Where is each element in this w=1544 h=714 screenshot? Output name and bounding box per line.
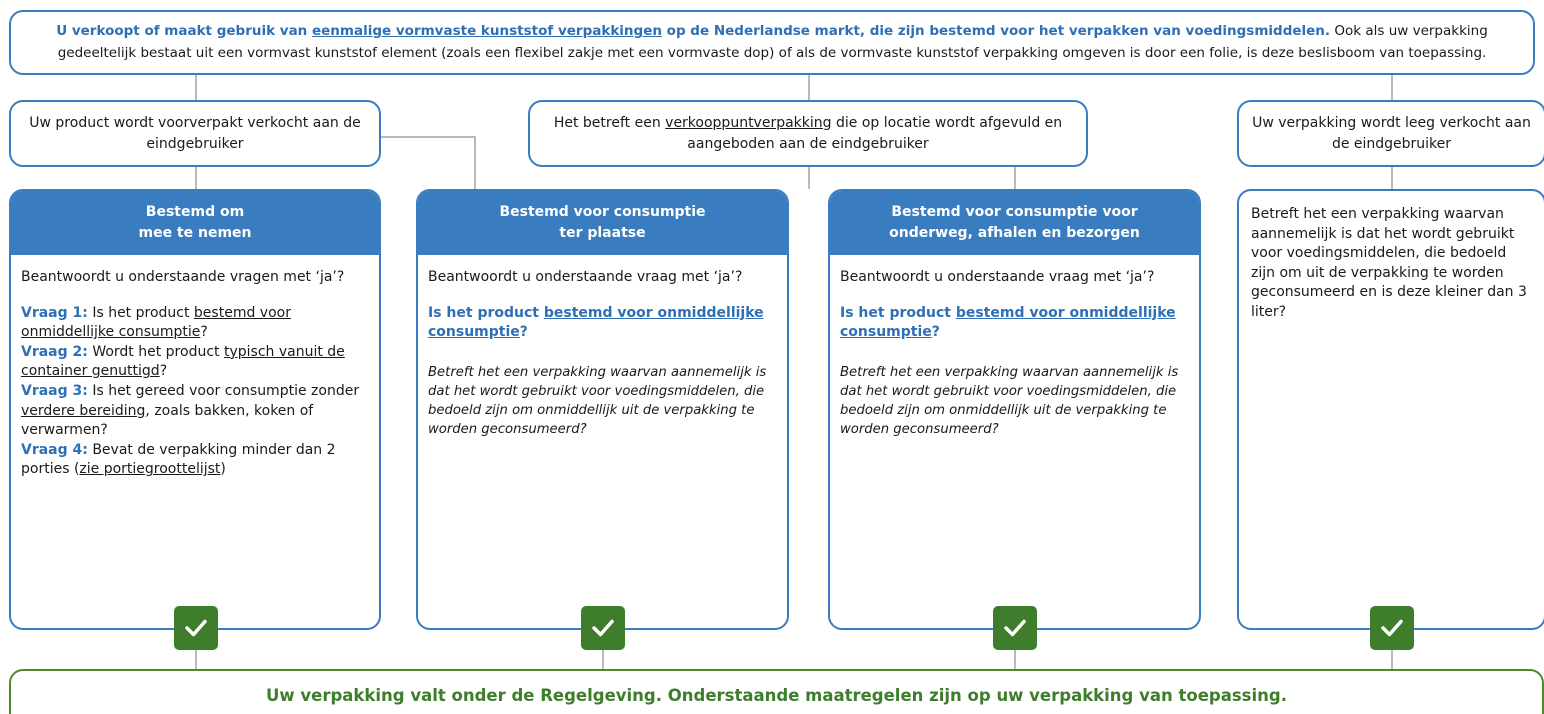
question-text: Is het product — [840, 304, 956, 321]
check-icon — [1370, 606, 1414, 650]
connector-line — [195, 167, 197, 189]
question-text: ? — [931, 324, 940, 341]
check-icon — [174, 606, 218, 650]
connector-line — [1391, 650, 1393, 669]
portion-size-list-link[interactable]: zie portiegroottelijst — [79, 461, 221, 478]
question-text: Is het product — [428, 304, 544, 321]
connector-line — [1014, 650, 1016, 669]
question-link[interactable]: bestemd voor onmiddellijke consumptie — [840, 304, 1176, 341]
question-text: , zoals bakken, koken of verwarmen? — [21, 402, 314, 439]
card-takeaway-body: Beantwoordt u onderstaande vragen met ‘j… — [11, 255, 379, 493]
connector-line — [1391, 75, 1393, 100]
connector-line — [602, 650, 604, 669]
condition-point-of-sale-post: die op locatie wordt afgevuld en aangebo… — [687, 114, 1063, 152]
card-title-line: mee te nemen — [138, 225, 252, 241]
card-empty-text: Betreft het een verpakking waarvan aanne… — [1251, 206, 1527, 320]
question-label: Vraag 3: — [21, 382, 88, 399]
question-text: Wordt het product — [87, 343, 224, 360]
check-icon — [993, 606, 1037, 650]
question-text: Bevat de verpakking minder dan 2 porties… — [21, 441, 336, 478]
intro-text-lead: U verkoopt of maakt gebruik van — [56, 23, 312, 39]
result-box: Uw verpakking valt onder de Regelgeving.… — [9, 669, 1544, 714]
connector-line — [195, 650, 197, 669]
card-prompt: Beantwoordt u onderstaande vraag met ‘ja… — [840, 269, 1155, 285]
point-of-sale-link[interactable]: verkooppuntverpakking — [665, 114, 832, 131]
question-label: Vraag 1: — [21, 304, 88, 321]
question-2: Vraag 2: Wordt het product typisch vanui… — [21, 343, 369, 382]
question-text: ? — [519, 324, 528, 341]
card-question: Is het product bestemd voor onmiddellijk… — [840, 304, 1189, 343]
result-text: Uw verpakking valt onder de Regelgeving.… — [266, 686, 1287, 705]
card-on-site-title: Bestemd voor consumptie ter plaatse — [418, 191, 787, 255]
question-text: ? — [200, 324, 208, 341]
card-title-line: onderweg, afhalen en bezorgen — [889, 225, 1140, 241]
question-link[interactable]: bestemd voor onmiddellijke consumptie — [21, 304, 291, 341]
check-icon — [581, 606, 625, 650]
connector-line — [195, 75, 197, 100]
question-text: Is het gereed voor consumptie zonder — [87, 382, 360, 399]
card-title-line: Bestemd voor consumptie voor — [891, 204, 1138, 220]
card-title-line: Bestemd om — [145, 204, 245, 220]
question-text: ) — [220, 461, 226, 478]
card-on-site: Bestemd voor consumptie ter plaatse Beant… — [416, 189, 789, 630]
card-empty-packaging: Betreft het een verpakking waarvan aanne… — [1237, 189, 1544, 630]
condition-point-of-sale-text: Het betreft een verkooppuntverpakking di… — [542, 113, 1074, 155]
question-1: Vraag 1: Is het product bestemd voor onm… — [21, 304, 369, 343]
intro-text-body: Ook als uw verpakking gedeeltelijk besta… — [57, 23, 1488, 61]
card-prompt: Beantwoordt u onderstaande vraag met ‘ja… — [428, 269, 743, 285]
card-takeaway: Bestemd om mee te nemen Beantwoordt u ond… — [9, 189, 381, 630]
connector-line — [1014, 167, 1016, 189]
card-question: Is het product bestemd voor onmiddellijk… — [428, 304, 777, 343]
card-on-site-body: Beantwoordt u onderstaande vraag met ‘ja… — [418, 255, 787, 452]
card-on-the-go: Bestemd voor consumptie voor onderweg, af… — [828, 189, 1201, 630]
condition-prepacked: Uw product wordt voorverpakt verkocht aa… — [9, 100, 381, 167]
question-link[interactable]: bestemd voor onmiddellijke consumptie — [428, 304, 764, 341]
connector-line — [381, 136, 475, 138]
question-label: Vraag 2: — [21, 343, 88, 360]
card-on-the-go-body: Beantwoordt u onderstaande vraag met ‘ja… — [830, 255, 1199, 452]
intro-text-lead-end: op de Nederlandse markt, die zijn bestem… — [661, 23, 1331, 39]
condition-point-of-sale: Het betreft een verkooppuntverpakking di… — [528, 100, 1088, 167]
card-title-line: ter plaatse — [559, 225, 646, 241]
card-on-the-go-title: Bestemd voor consumptie voor onderweg, af… — [830, 191, 1199, 255]
card-explanation: Betreft het een verpakking waarvan aanne… — [840, 364, 1179, 437]
card-title-line: Bestemd voor consumptie — [499, 204, 706, 220]
connector-line — [808, 75, 810, 100]
connector-line — [1391, 167, 1393, 189]
question-link[interactable]: typisch vanuit de container genuttigd — [21, 343, 345, 380]
card-explanation: Betreft het een verpakking waarvan aanne… — [428, 364, 767, 437]
condition-point-of-sale-pre: Het betreft een — [553, 114, 666, 131]
intro-link[interactable]: eenmalige vormvaste kunststof verpakking… — [312, 23, 662, 39]
question-4: Vraag 4: Bevat de verpakking minder dan … — [21, 441, 369, 480]
question-text: ? — [159, 363, 168, 380]
connector-line — [474, 136, 476, 189]
intro-box: U verkoopt of maakt gebruik van eenmalig… — [9, 10, 1535, 75]
question-3: Vraag 3: Is het gereed voor consumptie z… — [21, 382, 369, 441]
question-text: Is het product — [87, 304, 194, 321]
question-link[interactable]: verdere bereiding — [21, 402, 146, 419]
condition-empty: Uw verpakking wordt leeg verkocht aan de… — [1237, 100, 1544, 167]
condition-prepacked-text: Uw product wordt voorverpakt verkocht aa… — [29, 114, 361, 152]
card-prompt: Beantwoordt u onderstaande vragen met ‘j… — [21, 269, 345, 285]
card-takeaway-title: Bestemd om mee te nemen — [11, 191, 379, 255]
connector-line — [808, 167, 810, 189]
condition-empty-text: Uw verpakking wordt leeg verkocht aan de… — [1252, 114, 1531, 152]
question-label: Vraag 4: — [21, 441, 88, 458]
